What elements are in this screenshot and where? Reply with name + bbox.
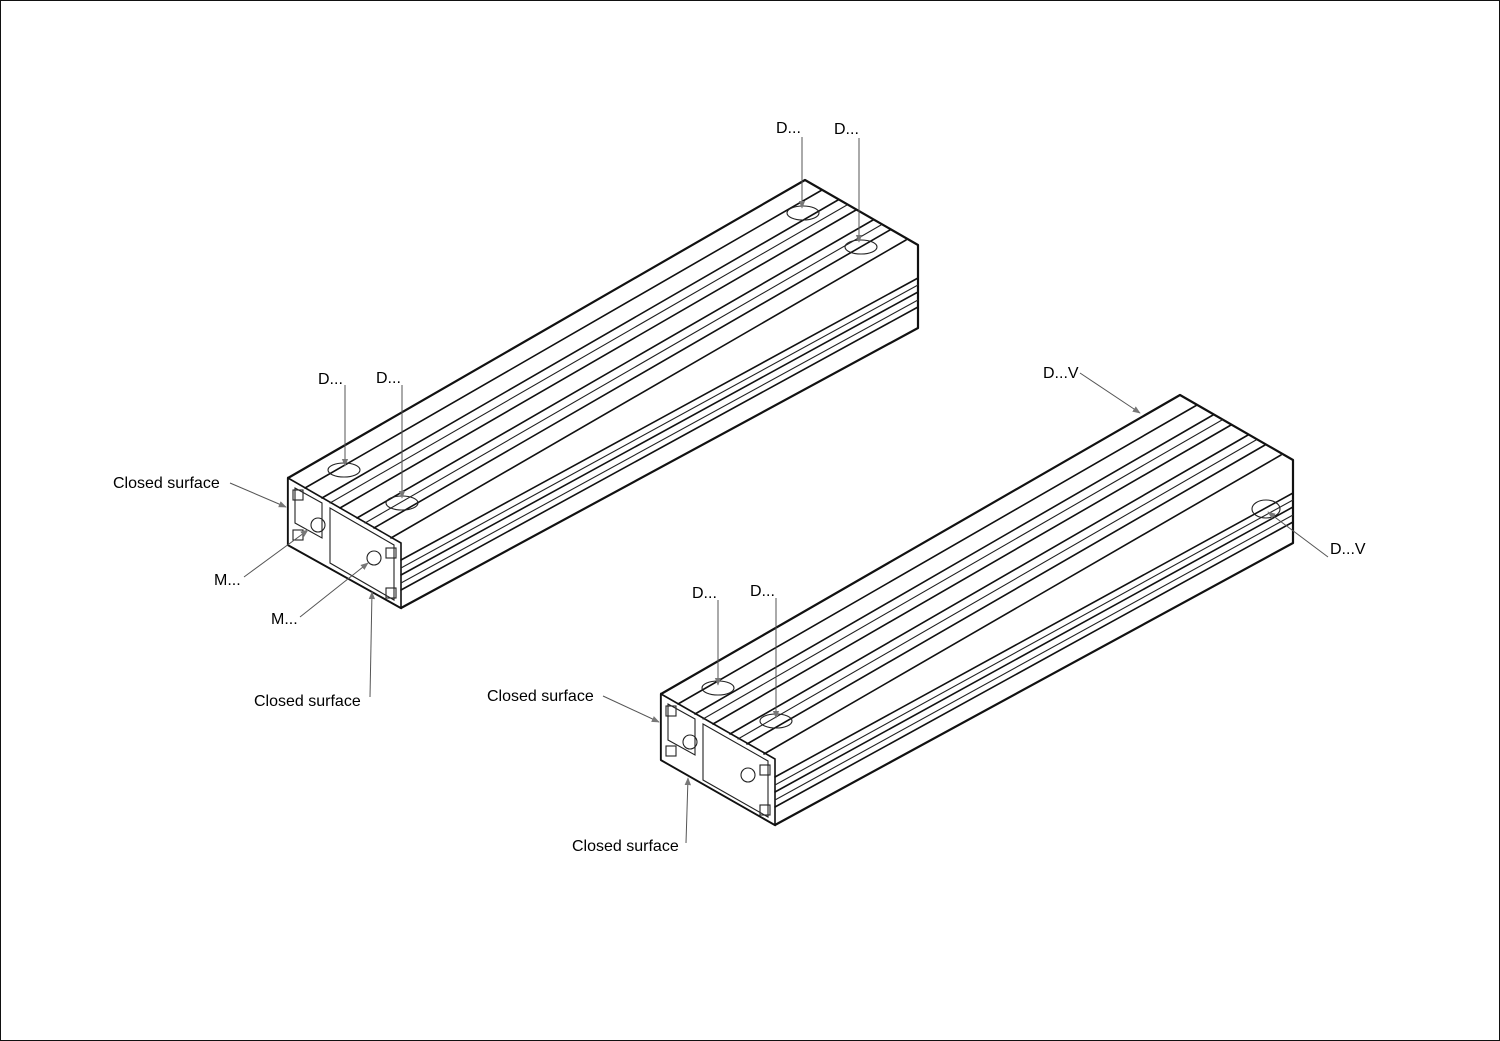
leader-m-1 <box>243 529 309 578</box>
label-closed-surface-1: Closed surface <box>113 475 220 492</box>
leader-m-2 <box>299 562 369 618</box>
label-d-2: D... <box>834 121 859 138</box>
label-d-6: D... <box>750 583 775 600</box>
leader-closed-surface-4 <box>684 777 691 844</box>
profile-1 <box>286 178 920 610</box>
label-closed-surface-3: Closed surface <box>487 688 594 705</box>
profile-2-top-grooves <box>677 404 1282 755</box>
profile-2-end-details <box>665 703 771 818</box>
label-d-1: D... <box>776 120 801 137</box>
leader-closed-surface-1 <box>229 482 287 508</box>
profile-1-side-grooves <box>400 277 919 591</box>
profile-2-end-face <box>660 692 776 827</box>
label-d-3: D... <box>318 371 343 388</box>
labels: D... D... D... D... Closed surface M... … <box>113 120 1366 855</box>
label-m-1: M... <box>214 572 241 589</box>
leader-lines <box>229 137 1329 844</box>
profile-1-top-grooves <box>304 189 907 539</box>
label-closed-surface-2: Closed surface <box>254 693 361 710</box>
leader-closed-surface-3 <box>602 695 660 723</box>
leader-closed-surface-2 <box>368 591 376 698</box>
profile-2-side-grooves <box>774 492 1294 808</box>
profile-1-end-details <box>292 487 397 601</box>
label-d-5: D... <box>692 585 717 602</box>
label-dv-2: D...V <box>1330 541 1366 558</box>
label-d-4: D... <box>376 370 401 387</box>
leader-dv-2 <box>1267 511 1329 558</box>
label-dv-1: D...V <box>1043 365 1079 382</box>
leader-dv-1 <box>1079 372 1141 414</box>
label-closed-surface-4: Closed surface <box>572 838 679 855</box>
profile-2 <box>659 393 1295 827</box>
profile-1-end-face <box>287 476 402 610</box>
label-m-2: M... <box>271 611 298 628</box>
